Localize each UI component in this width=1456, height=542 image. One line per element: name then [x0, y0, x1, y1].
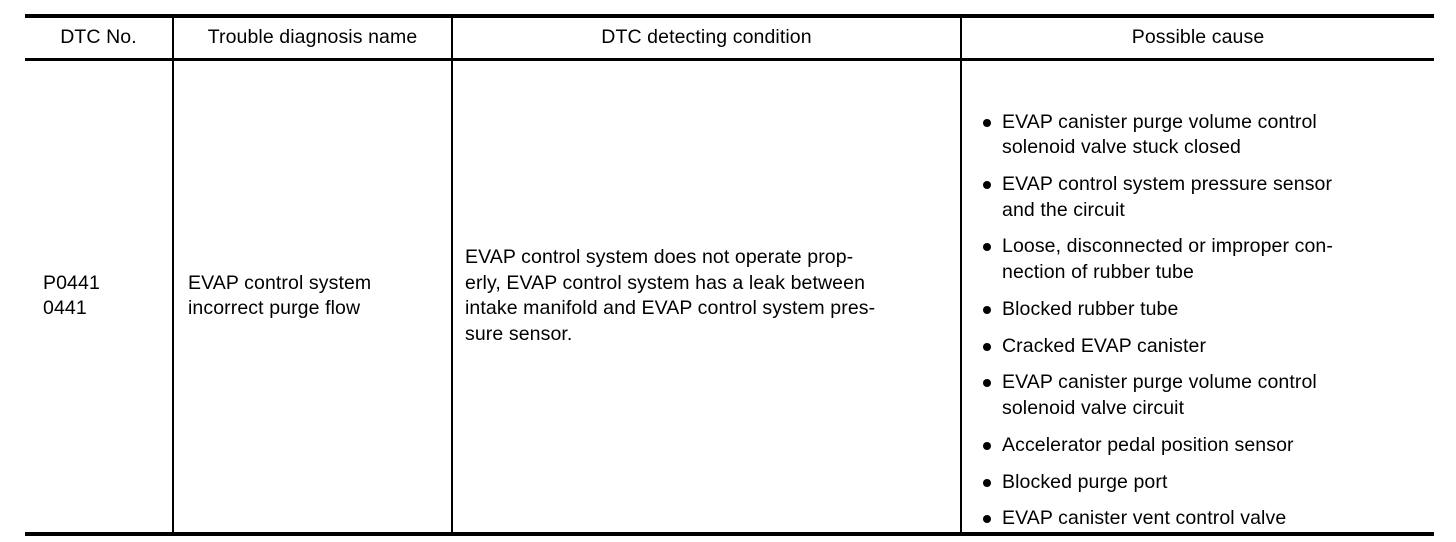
list-item: EVAP canister purge volume control solen… — [983, 370, 1434, 421]
cell-dtc-no: P0441 0441 — [25, 59, 173, 534]
dtc-table: DTC No. Trouble diagnosis name DTC detec… — [25, 14, 1434, 537]
bullet-icon — [983, 180, 991, 189]
trouble-diagnosis-name-line-2: incorrect purge flow — [188, 297, 361, 320]
possible-cause-line: EVAP canister vent control valve — [1002, 507, 1287, 530]
list-item: Accelerator pedal position sensor — [983, 433, 1434, 459]
possible-cause-text: Accelerator pedal position sensor — [1002, 433, 1434, 459]
list-item: Cracked EVAP canister — [983, 334, 1434, 360]
column-header-dtc-no: DTC No. — [25, 16, 173, 61]
possible-cause-text: EVAP canister purge volume control solen… — [1002, 110, 1434, 161]
possible-cause-line: Loose, disconnected or improper con- — [1002, 235, 1333, 258]
table-row: P0441 0441 EVAP control system incorrect… — [25, 59, 1434, 535]
possible-cause-text: EVAP canister purge volume control solen… — [1002, 370, 1434, 421]
possible-cause-line: EVAP canister purge volume control — [1002, 110, 1317, 133]
bullet-icon — [983, 342, 991, 351]
cell-dtc-detecting-condition: EVAP control system does not operate pro… — [451, 59, 961, 535]
possible-cause-line: solenoid valve stuck closed — [1002, 136, 1241, 159]
possible-cause-line: and the circuit — [1002, 198, 1125, 221]
possible-cause-text: Blocked purge port — [1002, 470, 1434, 496]
bullet-icon — [983, 305, 991, 314]
cell-possible-cause: EVAP canister purge volume control solen… — [960, 59, 1434, 535]
possible-cause-text: EVAP control system pressure sensor and … — [1002, 172, 1434, 223]
dtc-detecting-condition-line-4: sure sensor. — [465, 323, 573, 345]
possible-cause-line: Blocked purge port — [1002, 470, 1168, 493]
cell-trouble-diagnosis-name: EVAP control system incorrect purge flow — [172, 59, 452, 535]
dtc-no-secondary: 0441 — [43, 297, 87, 320]
dtc-detecting-condition-line-3: intake manifold and EVAP control system … — [465, 297, 876, 320]
column-header-possible-cause: Possible cause — [960, 16, 1434, 61]
list-item: Loose, disconnected or improper con- nec… — [983, 234, 1434, 285]
possible-cause-line: EVAP canister purge volume control — [1002, 371, 1317, 394]
column-header-dtc-detecting-condition: DTC detecting condition — [451, 16, 961, 61]
possible-cause-line: nection of rubber tube — [1002, 261, 1194, 284]
bullet-icon — [983, 379, 991, 388]
possible-cause-text: Loose, disconnected or improper con- nec… — [1002, 234, 1434, 285]
column-header-trouble-diagnosis-name: Trouble diagnosis name — [172, 16, 452, 61]
table-header: DTC No. Trouble diagnosis name DTC detec… — [25, 16, 1434, 61]
possible-cause-list: EVAP canister purge volume control solen… — [962, 61, 1434, 533]
dtc-no-primary: P0441 — [43, 271, 100, 294]
possible-cause-text: Blocked rubber tube — [1002, 297, 1434, 323]
list-item: EVAP control system pressure sensor and … — [983, 172, 1434, 223]
possible-cause-line: solenoid valve circuit — [1002, 397, 1185, 420]
possible-cause-text: Cracked EVAP canister — [1002, 334, 1434, 360]
dtc-detecting-condition-line-2: erly, EVAP control system has a leak bet… — [465, 271, 866, 294]
list-item: EVAP canister purge volume control solen… — [983, 110, 1434, 161]
list-item: EVAP canister vent control valve — [983, 506, 1434, 532]
table-body: P0441 0441 EVAP control system incorrect… — [25, 59, 1434, 535]
list-item: Blocked purge port — [983, 470, 1434, 496]
dtc-detecting-condition-line-1: EVAP control system does not operate pro… — [465, 245, 854, 268]
bullet-icon — [983, 441, 991, 450]
list-item: Blocked rubber tube — [983, 297, 1434, 323]
bullet-icon — [983, 478, 991, 487]
bullet-icon — [983, 243, 991, 252]
possible-cause-line: EVAP control system pressure sensor — [1002, 172, 1333, 195]
trouble-diagnosis-name-line-1: EVAP control system — [188, 271, 372, 294]
possible-cause-line: Blocked rubber tube — [1002, 297, 1179, 320]
bullet-icon — [983, 515, 991, 524]
possible-cause-line: Accelerator pedal position sensor — [1002, 433, 1294, 456]
bullet-icon — [983, 118, 991, 127]
header-row: DTC No. Trouble diagnosis name DTC detec… — [25, 16, 1434, 61]
possible-cause-text: EVAP canister vent control valve — [1002, 506, 1434, 532]
possible-cause-line: Cracked EVAP canister — [1002, 334, 1207, 357]
